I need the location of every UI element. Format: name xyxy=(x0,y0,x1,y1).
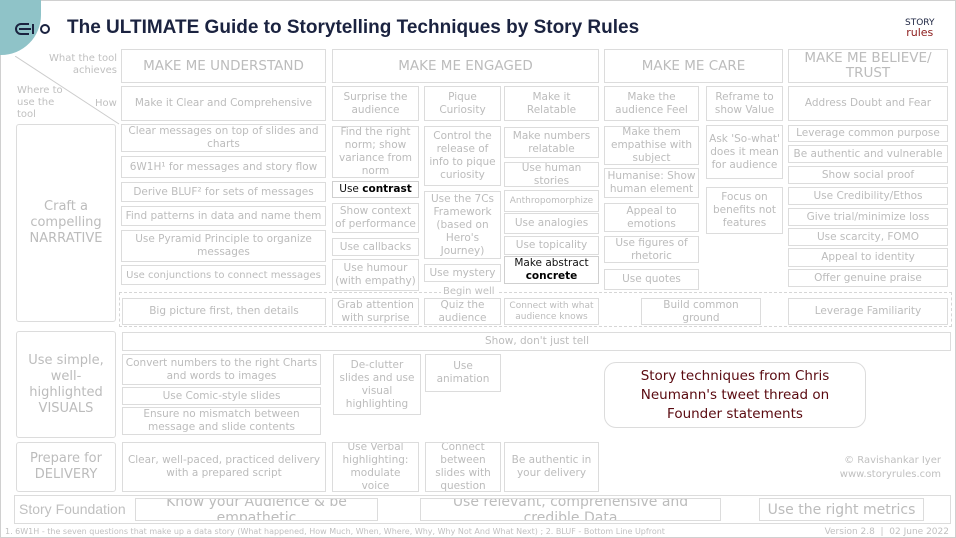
visuals-item: De-clutter slides and use visual highlig… xyxy=(333,354,421,415)
begin-item: Build common ground xyxy=(641,298,761,325)
curiosity-item: Control the release of info to pique cur… xyxy=(424,126,501,186)
value-item: Ask 'So-what' does it mean for audience xyxy=(706,125,783,179)
page-title: The ULTIMATE Guide to Storytelling Techn… xyxy=(67,17,640,38)
foundation-row xyxy=(14,495,951,524)
understand-item: Use Pyramid Principle to organize messag… xyxy=(121,230,326,262)
trust-item: Leverage common purpose xyxy=(788,125,948,142)
relatable-item: Anthropomorphize xyxy=(504,190,599,212)
understand-item: Use conjunctions to connect messages xyxy=(121,265,326,285)
visuals-item: Use Comic-style slides xyxy=(122,387,321,405)
row-narrative: Craft a compelling NARRATIVE xyxy=(16,124,116,322)
foundation-item: Use relevant, comprehensive and credible… xyxy=(420,498,721,521)
surprise-item: Find the right norm; show variance from … xyxy=(332,126,419,178)
surprise-item: Use humour (with empathy) xyxy=(332,259,419,291)
foundation-item: Know your Audience & be empathetic xyxy=(135,498,378,521)
delivery-item: Be authentic in your delivery xyxy=(504,442,599,492)
relatable-item: Use human stories xyxy=(504,162,599,187)
story-rules-logo-icon xyxy=(15,21,55,37)
row-visuals: Use simple, well-highlighted VISUALS xyxy=(16,331,116,438)
visuals-item: Convert numbers to the right Charts and … xyxy=(122,354,321,385)
website: www.storyrules.com xyxy=(839,469,941,480)
relatable-item: Make numbers relatable xyxy=(504,127,599,158)
trust-item: Give trial/minimize loss xyxy=(788,208,948,226)
feel-item: Use quotes xyxy=(604,269,699,290)
trust-item: Offer genuine praise xyxy=(788,269,948,287)
trust-item: Appeal to identity xyxy=(788,248,948,267)
axis-where: Where to use the tool xyxy=(17,85,63,120)
surprise-item: Use callbacks xyxy=(332,238,419,256)
relatable-item: Use analogies xyxy=(504,213,599,234)
column-believe: MAKE ME BELIEVE/ TRUST xyxy=(788,49,948,83)
use-contrast-highlight: Use contrast xyxy=(332,181,419,198)
how-relatable: Make it Relatable xyxy=(504,86,599,121)
begin-well-label: Begin well xyxy=(441,286,497,298)
footnote: 1. 6W1H - the seven questions that make … xyxy=(5,527,665,536)
begin-item: Quiz the audience xyxy=(424,298,501,325)
feel-item: Use figures of rhetoric xyxy=(604,236,699,263)
how-surprise: Surprise the audience xyxy=(332,86,419,121)
delivery-item: Clear, well-paced, practiced delivery wi… xyxy=(122,442,326,492)
how-doubt: Address Doubt and Fear xyxy=(788,86,948,121)
understand-item: 6W1H¹ for messages and story flow xyxy=(121,156,326,178)
trust-item: Use Credibility/Ethos xyxy=(788,187,948,205)
delivery-item: Connect between slides with question xyxy=(425,442,501,492)
column-understand: MAKE ME UNDERSTAND xyxy=(121,49,326,83)
relatable-item: Use topicality xyxy=(504,236,599,255)
value-item: Focus on benefits not features xyxy=(706,187,783,234)
callout-box: Story techniques from Chris Neumann's tw… xyxy=(604,362,866,428)
how-feel: Make the audience Feel xyxy=(604,86,699,121)
begin-well-region xyxy=(119,292,952,327)
begin-item: Big picture first, then details xyxy=(122,298,326,325)
surprise-item: Show context of performance xyxy=(332,203,419,233)
understand-item: Clear messages on top of slides and char… xyxy=(121,124,326,152)
copyright: © Ravishankar Iyer xyxy=(844,455,941,466)
version: Version 2.8 | 02 June 2022 xyxy=(824,527,949,537)
axis-divider xyxy=(15,56,120,125)
axis-what: What the tool achieves xyxy=(49,53,117,76)
row-foundation: Story Foundation xyxy=(19,501,126,517)
row-delivery: Prepare for DELIVERY xyxy=(16,442,116,492)
feel-item: Make them empathise with subject xyxy=(604,126,699,165)
understand-item: Find patterns in data and name them xyxy=(121,206,326,226)
begin-item: Connect with what audience knows xyxy=(504,298,599,325)
column-engaged: MAKE ME ENGAGED xyxy=(332,49,599,83)
understand-item: Derive BLUF² for sets of messages xyxy=(121,182,326,202)
how-curiosity: Pique Curiosity xyxy=(424,86,501,121)
feel-item: Humanise: Show human element xyxy=(604,168,699,198)
trust-item: Show social proof xyxy=(788,166,948,184)
axis-how: How xyxy=(95,98,117,109)
how-value: Reframe to show Value xyxy=(706,86,783,121)
feel-item: Appeal to emotions xyxy=(604,203,699,232)
curiosity-item: Use the 7Cs Framework (based on Hero's J… xyxy=(424,191,501,259)
foundation-item: Use the right metrics xyxy=(759,498,924,521)
visuals-item: Use animation xyxy=(425,354,501,392)
visuals-item: Ensure no mismatch between message and s… xyxy=(122,407,321,435)
curiosity-item: Use mystery xyxy=(424,264,501,282)
delivery-item: Use Verbal highlighting: modulate voice xyxy=(332,442,419,492)
trust-item: Use scarcity, FOMO xyxy=(788,228,948,246)
begin-item: Grab attention with surprise xyxy=(332,298,419,325)
show-dont-tell-bar: Show, don't just tell xyxy=(122,332,951,351)
begin-item: Leverage Familiarity xyxy=(788,298,948,325)
column-care: MAKE ME CARE xyxy=(604,49,783,83)
trust-item: Be authentic and vulnerable xyxy=(788,145,948,163)
how-clear: Make it Clear and Comprehensive xyxy=(121,86,326,121)
